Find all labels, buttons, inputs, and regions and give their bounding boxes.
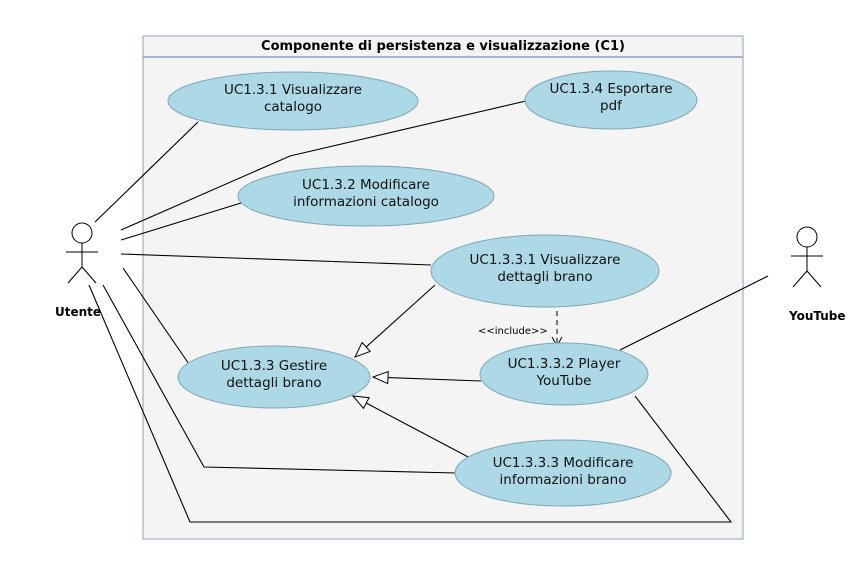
actor-utente-label: Utente bbox=[55, 305, 101, 319]
assoc-utente-uc1331 bbox=[120, 253, 432, 266]
use-case-uc1333[interactable]: UC1.3.3.3 Modificare informazioni brano bbox=[454, 439, 672, 507]
actor-youtube[interactable]: YouTube bbox=[788, 226, 846, 323]
uc1332-line2: YouTube bbox=[536, 373, 592, 389]
uc134-line1: UC1.3.4 Esportare bbox=[549, 81, 672, 97]
uc133-line1: UC1.3.3 Gestire bbox=[221, 358, 327, 374]
uc133-line2: dettagli brano bbox=[226, 375, 321, 391]
uc131-line1: UC1.3.1 Visualizzare bbox=[224, 82, 362, 98]
uc1331-line1: UC1.3.3.1 Visualizzare bbox=[470, 252, 621, 268]
use-case-uc134[interactable]: UC1.3.4 Esportare pdf bbox=[524, 70, 698, 130]
assoc-utente-uc1332 bbox=[88, 284, 733, 523]
generalization-uc1332-uc133 bbox=[371, 370, 482, 385]
use-case-uc133[interactable]: UC1.3.3 Gestire dettagli brano bbox=[177, 345, 371, 409]
uc1333-line1: UC1.3.3.3 Modificare bbox=[493, 455, 634, 471]
use-case-uc131[interactable]: UC1.3.1 Visualizzare catalogo bbox=[167, 71, 419, 131]
actor-utente[interactable]: Utente bbox=[55, 222, 101, 319]
assoc-utente-uc132 bbox=[120, 202, 242, 241]
stick-figure-icon bbox=[66, 222, 98, 284]
uc132-line2: informazioni catalogo bbox=[293, 194, 439, 210]
stick-figure-icon bbox=[791, 226, 823, 288]
assoc-utente-uc131 bbox=[94, 121, 199, 223]
include-relation: <<include>> bbox=[478, 311, 563, 348]
associations bbox=[88, 99, 769, 523]
assoc-utente-uc133 bbox=[122, 267, 192, 368]
actor-youtube-label: YouTube bbox=[788, 309, 846, 323]
generalizations bbox=[351, 284, 482, 460]
system-title: Componente di persistenza e visualizzazi… bbox=[261, 39, 625, 54]
generalization-uc1333-uc133 bbox=[351, 395, 473, 460]
use-case-uc132[interactable]: UC1.3.2 Modificare informazioni catalogo bbox=[237, 165, 495, 227]
uc134-line2: pdf bbox=[600, 98, 623, 114]
assoc-utente-uc1333 bbox=[102, 284, 457, 474]
use-case-uc1332[interactable]: UC1.3.3.2 Player YouTube bbox=[479, 342, 649, 406]
assoc-utente-uc134 bbox=[120, 99, 531, 231]
generalization-uc1331-uc133 bbox=[353, 284, 436, 358]
use-case-uc1331[interactable]: UC1.3.3.1 Visualizzare dettagli brano bbox=[430, 234, 660, 308]
uc131-line2: catalogo bbox=[264, 99, 322, 115]
include-label: <<include>> bbox=[478, 326, 548, 337]
uc1333-line2: informazioni brano bbox=[500, 472, 627, 488]
uc1332-line1: UC1.3.3.2 Player bbox=[508, 356, 621, 372]
assoc-youtube-uc1332 bbox=[619, 275, 769, 351]
uc1331-line2: dettagli brano bbox=[497, 269, 592, 285]
uc132-line1: UC1.3.2 Modificare bbox=[302, 177, 430, 193]
